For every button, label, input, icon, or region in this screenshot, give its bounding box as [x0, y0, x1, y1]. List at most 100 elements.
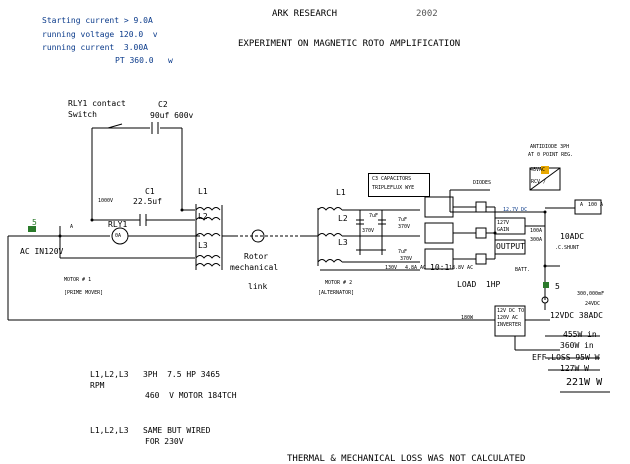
output-voltage: 300A — [530, 237, 543, 243]
coil-l3-label: L3 — [198, 241, 208, 250]
c1-voltage: 1000V — [98, 198, 114, 204]
output-label: OUTPUT — [496, 242, 525, 251]
note-text: 3PH 7.5 HP 3465 — [142, 370, 221, 379]
spec-starting-current: Starting current > 9.0A — [42, 17, 153, 25]
company-label: ARK RESEARCH — [272, 9, 338, 19]
spec-running-current: running current 3.00A — [42, 44, 148, 52]
link-label-2: mechanical — [230, 263, 279, 272]
load-label: LOAD 1HP — [457, 280, 501, 289]
note-text: 460 V MOTOR 184TCH — [145, 391, 237, 400]
reading-out-w: 360W in — [560, 342, 594, 350]
motor2-l3: L3 — [338, 238, 348, 247]
antidiode-line-2: AT 0 POINT REG. — [528, 152, 574, 158]
rating-ratio: 10:1 — [430, 263, 450, 272]
ac-input-label: AC IN120V — [20, 247, 64, 256]
reading-total: 221W W — [566, 378, 602, 388]
note-row: 460 V MOTOR 184TCH — [145, 392, 237, 400]
antidiode-rcv: RCV / — [531, 179, 547, 185]
fuse-label: 5 — [32, 218, 37, 227]
eff-value: 95W — [575, 353, 590, 362]
reading-in-value: 455W — [563, 330, 583, 339]
coil-l2-label: L2 — [198, 212, 208, 221]
eff-unit: W — [594, 353, 600, 362]
diodes-label: DIODES — [473, 180, 492, 186]
motor2-cap-a: 7uF — [369, 213, 379, 219]
switch-label-1: RLY1 contact — [68, 99, 126, 108]
reading-eff: EFF.LOSS 95W W — [532, 354, 599, 362]
c1-value: 22.5uf — [133, 197, 162, 206]
shunt-label: .C.SHUNT — [555, 245, 580, 251]
note-label: RPM — [90, 381, 105, 390]
battery-label: BATT. — [515, 267, 531, 273]
reading-net: 127W W — [560, 365, 589, 373]
reading-in-w: 455W in — [563, 331, 597, 339]
coil-l1-label: L1 — [198, 187, 208, 196]
note-row: L1,L2,L3 3PH 7.5 HP 3465 — [90, 371, 220, 379]
c1-name: C1 — [145, 187, 155, 196]
note-label: L1,L2,L3 — [90, 426, 129, 435]
reading-fuse: 5 — [555, 282, 560, 291]
spec-value: > 9.0A — [123, 16, 153, 25]
spec-value: 120.0 v — [119, 30, 158, 39]
dcbus-label: 12.7V DC — [503, 207, 528, 213]
meter-top-sub: A — [580, 202, 584, 208]
reading-out-label: in — [584, 341, 594, 350]
motor2-cap-b: 7uF — [398, 217, 408, 223]
motor2-cap-b-v: 370V — [398, 224, 411, 230]
reading-out-value: 360W — [560, 341, 580, 350]
page-title: EXPERIMENT ON MAGNETIC ROTO AMPLIFICATIO… — [238, 39, 461, 49]
motor2-cap-a-v: 370V — [362, 228, 375, 234]
gain-line-1: 127V — [497, 220, 510, 226]
inverter-feed: 180W — [461, 315, 474, 321]
meter-top-label: 100 A — [588, 202, 604, 208]
rating-v2: 18.8V AC — [449, 265, 474, 271]
capbank-line-2: TRIPLEFLUX WYE — [372, 185, 415, 191]
c2-name: C2 — [158, 100, 168, 109]
gain-line-2: GAIN — [497, 227, 510, 233]
antidiode-volt: 48VAC — [530, 167, 546, 173]
note-row: L1,L2,L3 SAME BUT WIRED — [90, 427, 210, 435]
motor2-role: [ALTERNATOR] — [318, 290, 355, 296]
rating-v: 130V — [385, 265, 398, 271]
motor2-cap-c: 7uF — [398, 249, 408, 255]
spec-label: Starting current — [42, 16, 120, 25]
note-row: RPM — [90, 382, 104, 390]
output-meter: 10ADC — [560, 232, 585, 241]
antidiode-line-1: ANTIDIODE 3PH — [530, 144, 570, 150]
switch-label-2: Switch — [68, 110, 97, 119]
motor2-cap-c-v: 370V — [400, 256, 413, 262]
node-a-label: A — [70, 224, 74, 230]
inverter-line-3: INVERTER — [497, 322, 522, 328]
motor2-l2: L2 — [338, 214, 348, 223]
reading-node-sub: 24VDC — [585, 301, 601, 307]
note-text: SAME BUT WIRED — [142, 426, 211, 435]
footer-note: THERMAL & MECHANICAL LOSS WAS NOT CALCUL… — [287, 454, 526, 464]
total-unit: W — [596, 377, 603, 388]
motor1-name: MOTOR # 1 — [64, 277, 92, 283]
output-current: 100A — [530, 228, 543, 234]
spec-label: running current — [42, 43, 115, 52]
ammeter-label: 0A — [115, 233, 122, 239]
inverter-line-1: 12V DC TO — [497, 308, 525, 314]
spec-value: 3.00A — [123, 43, 148, 52]
link-label-1: Rotor — [244, 252, 269, 261]
spec-value: 360.0 w — [129, 56, 173, 65]
note-label: L1,L2,L3 — [90, 370, 129, 379]
spec-running-voltage: running voltage 120.0 v — [42, 31, 158, 39]
reading-dc: 12VDC 38ADC — [550, 311, 603, 320]
motor2-l1: L1 — [336, 188, 346, 197]
capacitor-bank-box: C3 CAPACITORS TRIPLEFLUX WYE — [368, 173, 430, 197]
spec-label: PT — [115, 56, 125, 65]
year-label: 2002 — [416, 9, 438, 19]
spec-pt: PT 360.0 w — [115, 57, 173, 65]
net-value: 127W — [560, 364, 580, 373]
note-text: FOR 230V — [145, 437, 184, 446]
capbank-line-1: C3 CAPACITORS — [372, 176, 412, 182]
inverter-line-2: 120V AC — [497, 315, 519, 321]
motor2-name: MOTOR # 2 — [325, 280, 353, 286]
link-label-3: link — [248, 282, 268, 291]
spec-label: running voltage — [42, 30, 115, 39]
total-value: 221W — [566, 377, 591, 388]
note-row: FOR 230V — [145, 438, 184, 446]
